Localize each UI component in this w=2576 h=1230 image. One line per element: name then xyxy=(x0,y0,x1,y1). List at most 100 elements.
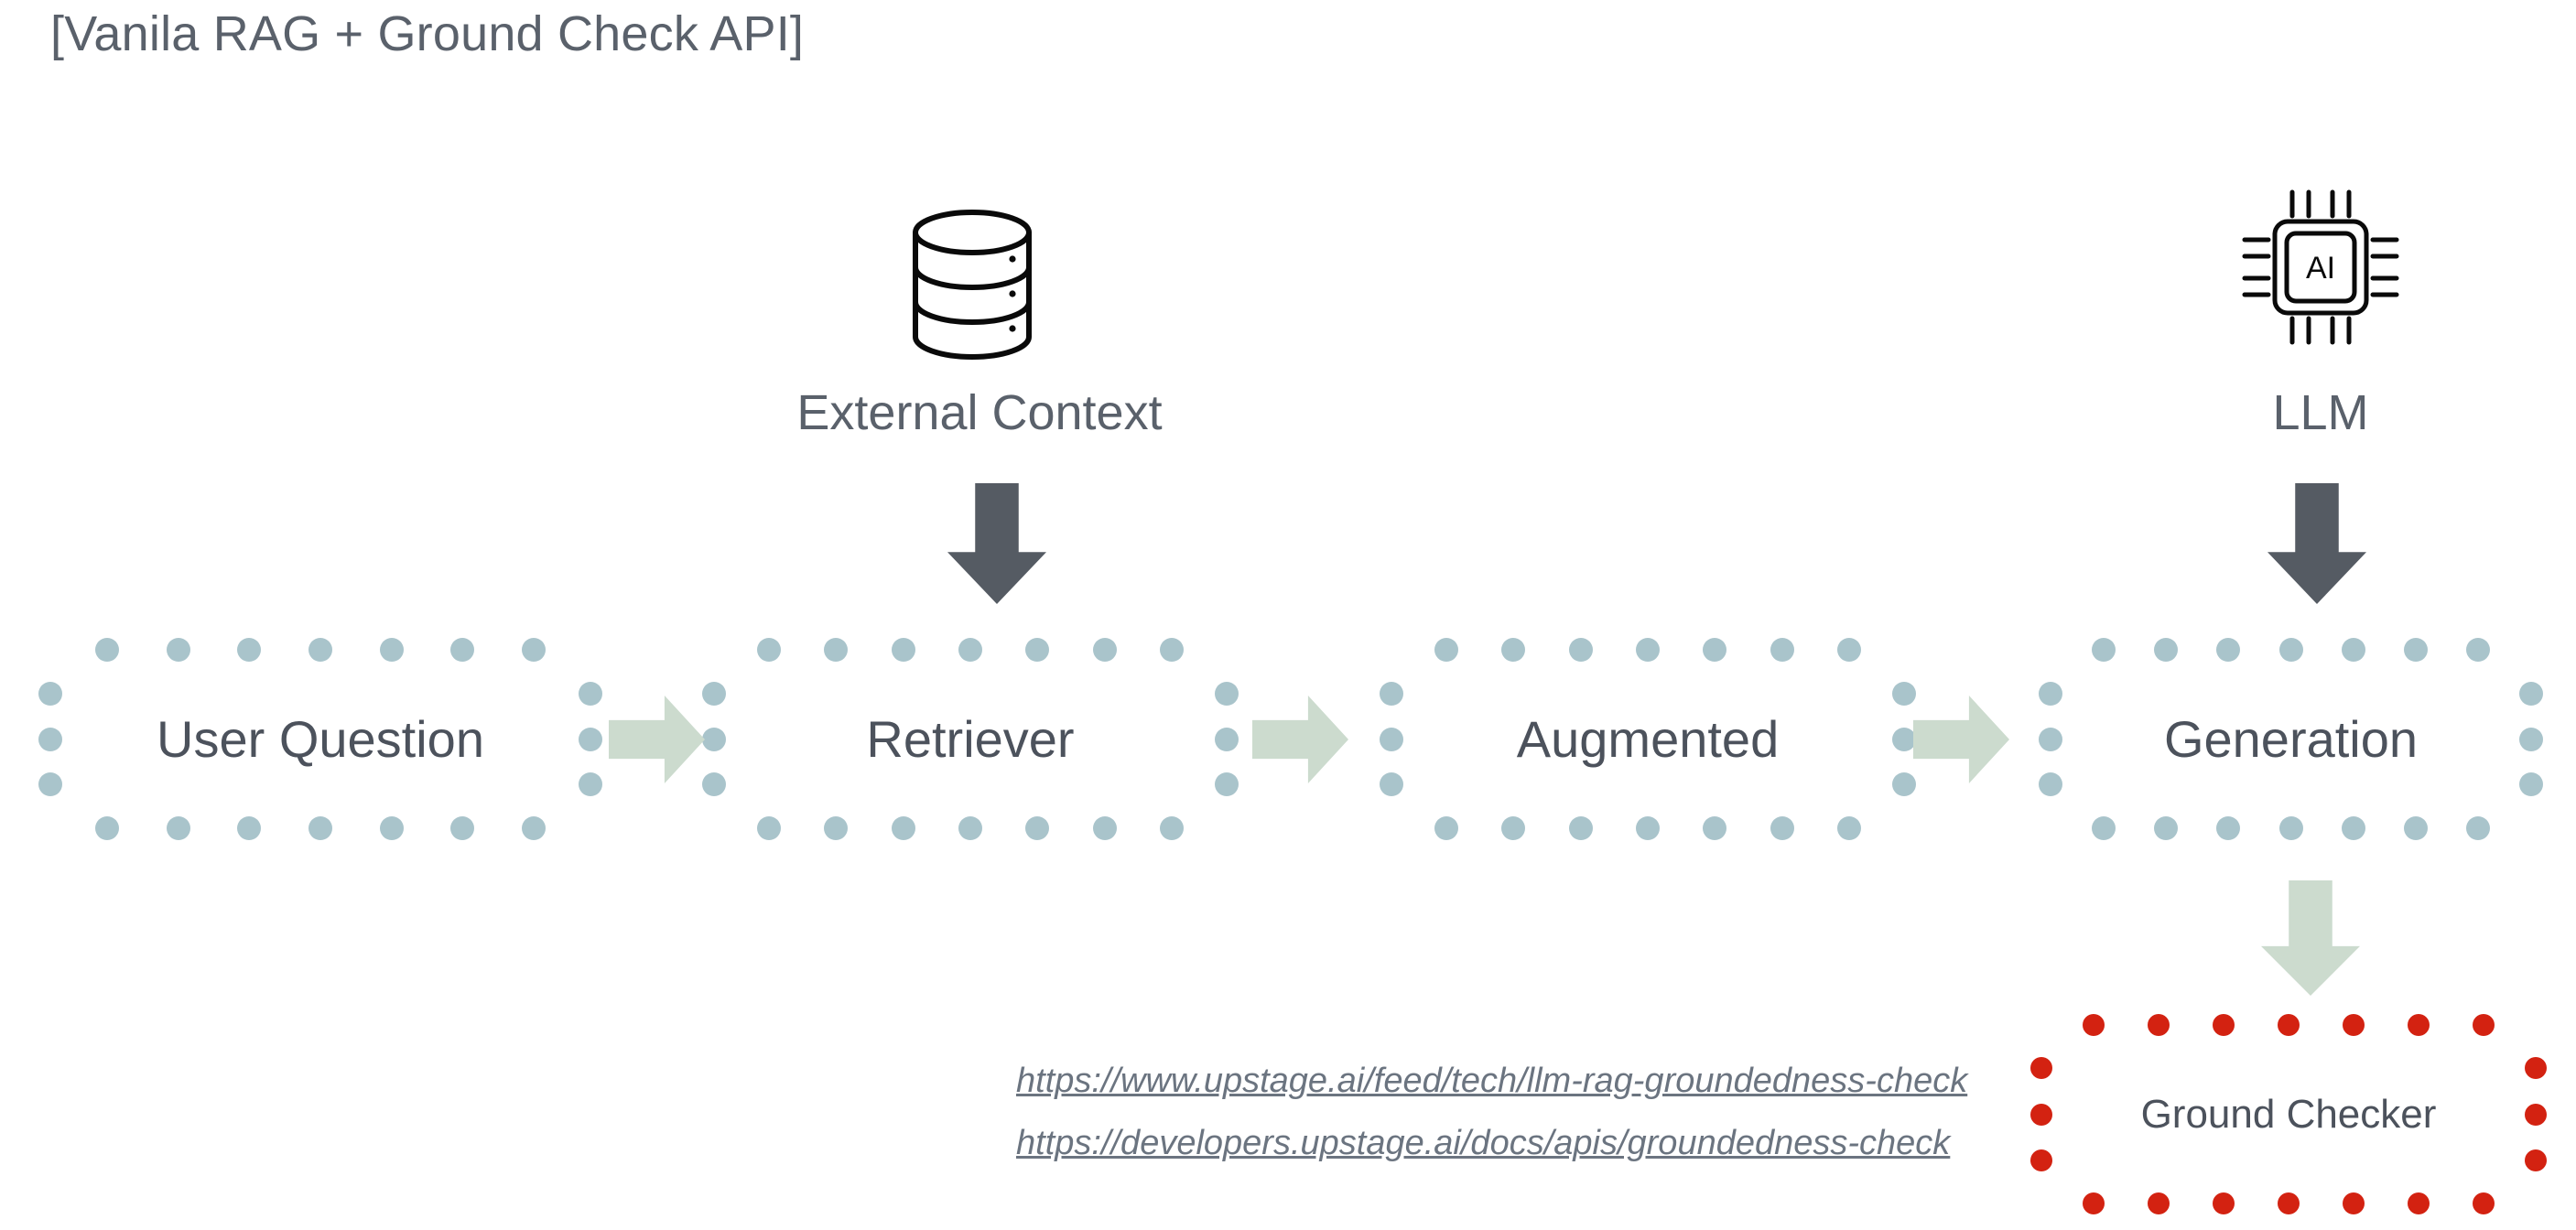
border-dot xyxy=(2341,816,2365,840)
svg-text:AI: AI xyxy=(2306,251,2335,286)
border-dot xyxy=(2342,1014,2365,1036)
border-dot xyxy=(1636,816,1660,840)
flow-box-augmented[interactable]: Augmented xyxy=(1380,638,1916,840)
border-dot xyxy=(38,771,62,796)
border-dot xyxy=(95,816,120,840)
ai-chip-icon: AI xyxy=(2224,183,2417,357)
border-dot xyxy=(166,816,190,840)
border-dot xyxy=(1092,638,1117,662)
border-dot xyxy=(2519,771,2543,796)
border-dot xyxy=(1380,682,1403,707)
border-dot xyxy=(579,771,602,796)
border-dot xyxy=(521,816,546,840)
border-dot xyxy=(2278,1192,2300,1214)
border-dot xyxy=(379,816,404,840)
border-dot xyxy=(1025,638,1050,662)
border-dot xyxy=(379,638,404,662)
page-title: [Vanila RAG + Ground Check API] xyxy=(50,6,805,61)
border-dot xyxy=(1159,638,1184,662)
border-dot xyxy=(450,816,475,840)
border-dot xyxy=(2153,638,2178,662)
flow-box-label: User Question xyxy=(157,710,484,768)
border-dot xyxy=(2216,816,2241,840)
border-dot xyxy=(1703,816,1727,840)
border-dot xyxy=(579,727,602,751)
flow-box-label: Retriever xyxy=(866,710,1075,768)
border-dot xyxy=(702,727,726,751)
border-dot xyxy=(1092,816,1117,840)
border-dot xyxy=(702,771,726,796)
flow-box-user-question[interactable]: User Question xyxy=(38,638,602,840)
border-dot xyxy=(2519,682,2543,707)
border-dot xyxy=(1703,638,1727,662)
border-dot xyxy=(1770,638,1794,662)
border-dot xyxy=(38,727,62,751)
border-dot xyxy=(1836,638,1861,662)
border-dot xyxy=(2030,1149,2052,1172)
border-dot xyxy=(308,816,332,840)
border-dot xyxy=(1215,727,1239,751)
border-dot xyxy=(2472,1192,2495,1214)
arrow-retriever-to-augmented-icon xyxy=(1252,696,1348,783)
border-dot xyxy=(958,816,982,840)
border-dot xyxy=(1159,816,1184,840)
border-dot xyxy=(1434,638,1459,662)
flow-box-label: Generation xyxy=(2163,710,2419,768)
border-dot xyxy=(824,816,849,840)
link-groundedness-blog[interactable]: https://www.upstage.ai/feed/tech/llm-rag… xyxy=(1016,1062,1968,1100)
border-dot xyxy=(2407,1014,2430,1036)
border-dot xyxy=(2404,816,2429,840)
border-dot xyxy=(702,682,726,707)
border-dot xyxy=(2216,638,2241,662)
border-dot xyxy=(2519,727,2543,751)
border-dot xyxy=(2083,1192,2105,1214)
border-dot xyxy=(2039,727,2062,751)
border-dot xyxy=(2091,638,2116,662)
border-dot xyxy=(1434,816,1459,840)
border-dot xyxy=(308,638,332,662)
border-dot xyxy=(891,638,915,662)
border-dot xyxy=(450,638,475,662)
border-dot xyxy=(2213,1192,2235,1214)
flow-box-ground-checker[interactable]: Ground Checker xyxy=(2030,1014,2547,1214)
border-dot xyxy=(958,638,982,662)
border-dot xyxy=(166,638,190,662)
arrow-context-to-retriever-icon xyxy=(947,483,1046,604)
border-dot xyxy=(1892,771,1916,796)
border-dot xyxy=(2525,1056,2547,1079)
border-dot xyxy=(95,638,120,662)
border-dot xyxy=(2091,816,2116,840)
border-dot xyxy=(1025,816,1050,840)
border-dot xyxy=(2525,1103,2547,1126)
border-dot xyxy=(2083,1014,2105,1036)
arrow-generation-to-checker-icon xyxy=(2261,880,2360,996)
border-dot xyxy=(38,682,62,707)
flow-box-retriever[interactable]: Retriever xyxy=(702,638,1239,840)
border-dot xyxy=(2148,1014,2170,1036)
link-groundedness-docs[interactable]: https://developers.upstage.ai/docs/apis/… xyxy=(1016,1124,1951,1162)
border-dot xyxy=(1380,727,1403,751)
border-dot xyxy=(1770,816,1794,840)
flow-box-generation[interactable]: Generation xyxy=(2039,638,2543,840)
border-dot xyxy=(1892,727,1916,751)
border-dot xyxy=(2030,1103,2052,1126)
border-dot xyxy=(579,682,602,707)
border-dot xyxy=(237,638,262,662)
arrow-augmented-to-generation-icon xyxy=(1913,696,2009,783)
border-dot xyxy=(2148,1192,2170,1214)
border-dot xyxy=(2153,816,2178,840)
border-dot xyxy=(1892,682,1916,707)
arrow-user-to-retriever-icon xyxy=(609,696,705,783)
border-dot xyxy=(824,638,849,662)
border-dot xyxy=(1568,816,1593,840)
border-dot xyxy=(1836,816,1861,840)
border-dot xyxy=(1636,638,1660,662)
flow-box-label: Ground Checker xyxy=(2140,1091,2437,1137)
border-dot xyxy=(1501,816,1526,840)
border-dot xyxy=(2039,771,2062,796)
border-dot xyxy=(2278,816,2303,840)
ai-chip-icon-caption: LLM xyxy=(2272,385,2369,440)
border-dot xyxy=(2525,1149,2547,1172)
flow-box-label: Augmented xyxy=(1516,710,1780,768)
